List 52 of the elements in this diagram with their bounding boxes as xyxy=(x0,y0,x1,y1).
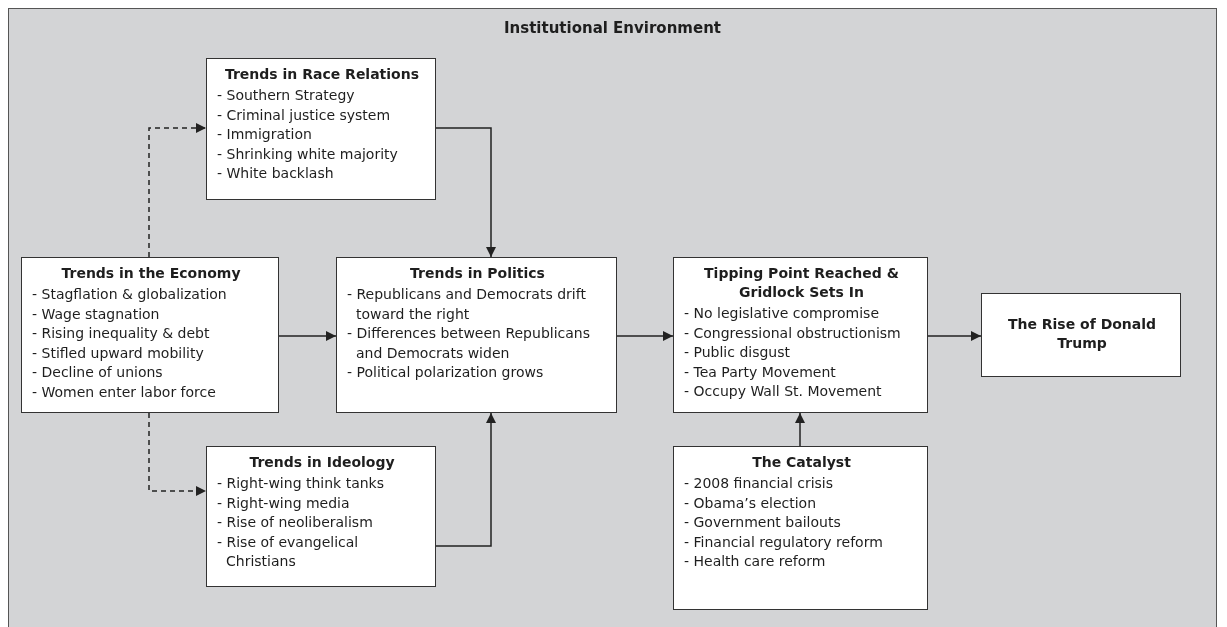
list-item: - Rise of evangelical Christians xyxy=(217,532,360,571)
arrow xyxy=(927,331,982,341)
list-item: - No legislative compromise xyxy=(684,304,880,323)
list-item: - Immigration xyxy=(217,125,313,144)
arrow xyxy=(616,331,674,341)
box-heading: Trends in Politics xyxy=(409,264,546,283)
list-item: - Congressional obstructionism xyxy=(684,323,902,343)
list-item: - Occupy Wall St. Movement xyxy=(684,382,883,401)
box-heading: Trends in Ideology xyxy=(248,453,396,472)
list-item: - Rising inequality & debt xyxy=(32,324,211,343)
frame-title: Institutional Environment xyxy=(503,19,722,37)
list-item: - Tea Party Movement xyxy=(684,362,837,382)
box-heading: The Catalyst xyxy=(751,453,852,472)
list-item: - Republicans and Democrats drift toward the right xyxy=(347,285,587,324)
list-item: - Women enter labor force xyxy=(32,382,217,402)
list-item: - Financial regulatory reform xyxy=(684,532,884,552)
list-item: - Right-wing think tanks xyxy=(217,474,385,493)
list-item: - White backlash xyxy=(217,164,335,183)
list-item: - Criminal justice system xyxy=(217,105,392,125)
list-item: - Obama’s election xyxy=(684,493,818,513)
list-item: - Political polarization grows xyxy=(347,363,545,382)
process-box xyxy=(673,446,928,610)
process-box xyxy=(206,58,436,200)
process-box xyxy=(336,257,617,413)
list-item: - Public disgust xyxy=(684,343,791,362)
process-box xyxy=(21,257,279,413)
list-item: - Government bailouts xyxy=(684,513,842,532)
list-item: - Rise of neoliberalism xyxy=(217,513,374,532)
list-item: - Stagflation & globalization xyxy=(32,285,228,304)
list-item: - Right-wing media xyxy=(217,493,351,513)
list-item: - Decline of unions xyxy=(32,363,164,382)
list-item: - Differences between Republicans and Democrats widen xyxy=(347,324,591,363)
arrow xyxy=(435,127,496,258)
box-heading: Trends in Race Relations xyxy=(223,65,421,84)
arrow xyxy=(148,123,207,258)
process-box xyxy=(981,293,1181,377)
box-heading: Tipping Point Reached & Gridlock Sets In xyxy=(703,264,900,302)
environment-frame xyxy=(8,8,1217,627)
arrow xyxy=(278,331,337,341)
arrow xyxy=(148,412,207,496)
process-box xyxy=(206,446,436,587)
list-item: - Shrinking white majority xyxy=(217,144,399,164)
arrow xyxy=(435,412,496,547)
box-heading: The Rise of Donald Trump xyxy=(1006,315,1158,353)
box-heading: Trends in the Economy xyxy=(60,264,242,283)
list-item: - Southern Strategy xyxy=(217,86,356,105)
list-item: - 2008 financial crisis xyxy=(684,474,835,493)
list-item: - Health care reform xyxy=(684,552,827,571)
list-item: - Stifled upward mobility xyxy=(32,343,205,363)
arrow xyxy=(795,412,805,447)
list-item: - Wage stagnation xyxy=(32,304,161,324)
process-box xyxy=(673,257,928,413)
